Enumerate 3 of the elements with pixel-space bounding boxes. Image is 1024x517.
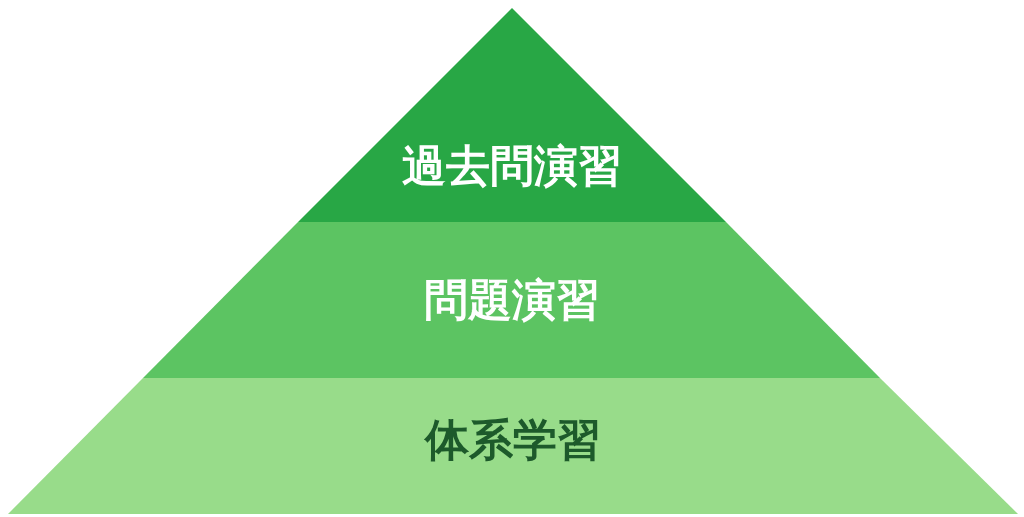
tier-label: 体系学習 bbox=[425, 414, 601, 466]
tier-label: 過去問演習 bbox=[402, 140, 622, 192]
tier-label: 問題演習 bbox=[423, 274, 600, 326]
